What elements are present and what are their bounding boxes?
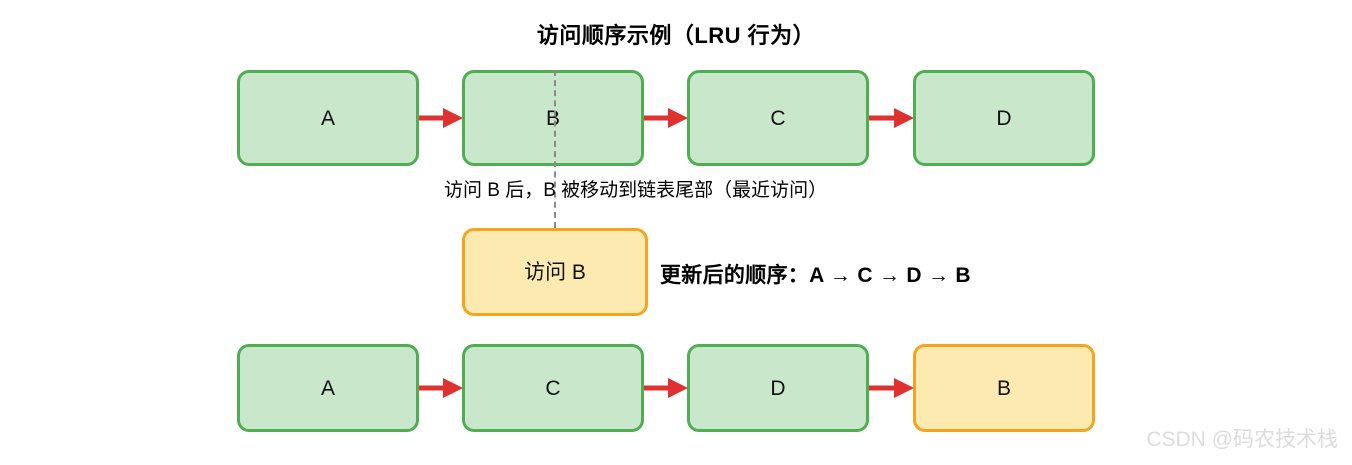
arrow-icon-top-2 [644, 108, 688, 128]
node-label: C [545, 376, 561, 400]
node-label: A [320, 106, 335, 130]
arrow-icon-top-3 [869, 108, 914, 128]
bottom-node-d: D [687, 344, 869, 432]
node-label: A [320, 376, 335, 400]
arrow-icon-top-1 [419, 108, 463, 128]
updated-order-caption: 更新后的顺序：A → C → D → B [660, 264, 971, 287]
top-node-a: A [237, 70, 419, 166]
node-label: 访问 B [524, 260, 586, 284]
node-label: B [996, 376, 1011, 400]
arrow-icon-bottom-3 [869, 378, 914, 398]
node-label: C [770, 106, 786, 130]
access-node: 访问 B [462, 228, 648, 316]
bottom-node-b: B [913, 344, 1095, 432]
arrow-icon-bottom-2 [644, 378, 688, 398]
arrow-icon-bottom-1 [419, 378, 463, 398]
bottom-node-c: C [462, 344, 644, 432]
page-title: 访问顺序示例（LRU 行为） [536, 23, 816, 48]
bottom-node-a: A [237, 344, 419, 432]
node-label: D [996, 106, 1012, 130]
node-label: D [770, 376, 786, 400]
node-label: B [545, 106, 560, 130]
move-note-caption: 访问 B 后，B 被移动到链表尾部（最近访问） [444, 180, 828, 201]
dashed-connector [554, 70, 556, 228]
top-node-d: D [913, 70, 1095, 166]
watermark: CSDN @码农技术栈 [1146, 428, 1338, 451]
top-node-b: B [462, 70, 644, 166]
top-node-c: C [687, 70, 869, 166]
